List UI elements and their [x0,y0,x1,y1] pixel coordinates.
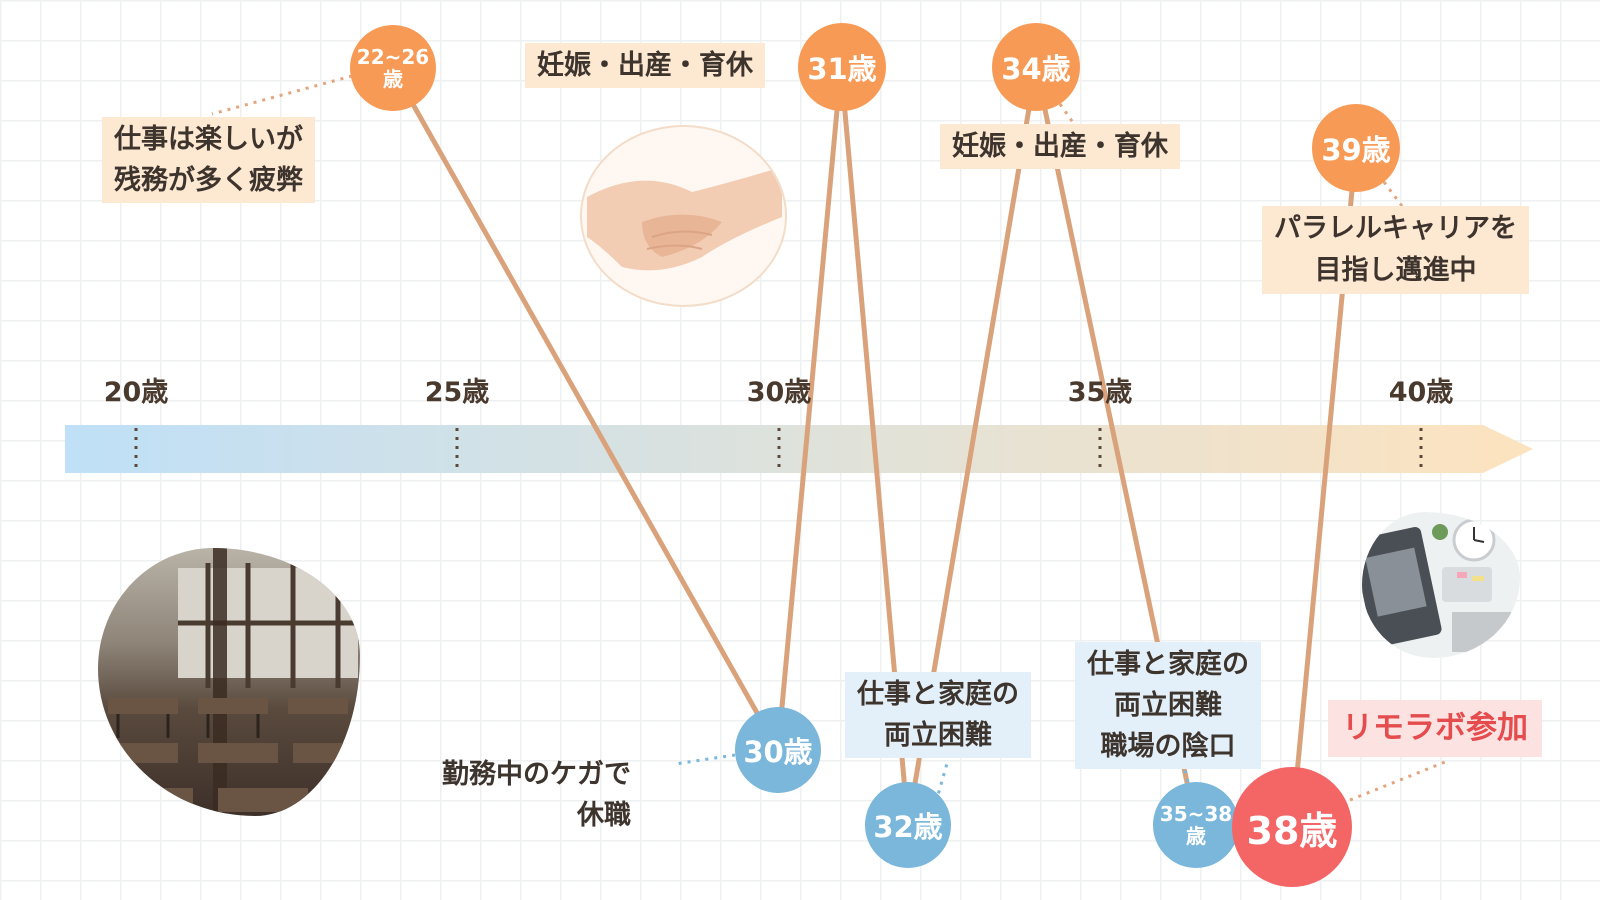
timeline-axis-arrow [65,425,1533,473]
axis-label-40: 40歳 [1388,377,1454,408]
connector-39-label [1382,181,1404,207]
node-age-31-text: 31歳 [807,52,877,86]
label-injury-leave: 勤務中のケガで 休職 [442,713,631,836]
classroom-scene [98,548,360,816]
label-maternity-2: 妊娠・出産・育休 [940,124,1180,169]
axis-label-30: 30歳 [746,377,812,408]
node-age-34-text: 34歳 [1001,52,1071,86]
handshake-illustration [587,167,782,271]
node-age-35-38-line1: 35~38 [1159,802,1233,826]
node-age-34: 34歳 [992,23,1080,111]
node-age-30: 30歳 [735,707,821,793]
handshake-photo [580,125,787,307]
node-age-22-26-line2: 歳 [382,67,403,91]
connector-32-label [934,759,950,803]
label-maternity-1: 妊娠・出産・育休 [525,43,765,88]
axis-label-35: 35歳 [1067,377,1133,408]
connector-22-label [211,74,353,116]
node-age-30-text: 30歳 [743,735,813,769]
node-age-35-38-line2: 歳 [1185,824,1206,848]
curve-segment [775,64,844,753]
curve-segment [390,66,781,753]
node-age-31: 31歳 [798,23,886,111]
axis-label-25: 25歳 [424,377,490,408]
node-age-22-26-line1: 22~26 [356,45,430,69]
label-remolabo: リモラボ参加 [1328,700,1542,757]
node-age-32: 32歳 [865,782,951,868]
classroom-photo [98,548,360,816]
axis-label-20: 20歳 [103,377,169,408]
node-age-38-text: 38歳 [1246,808,1338,853]
node-age-39: 39歳 [1312,104,1400,192]
connector-dots [211,74,1451,803]
node-age-32-text: 32歳 [873,810,943,844]
label-work-family-1: 仕事と家庭の 両立困難 [845,672,1031,758]
label-work-family-2: 仕事と家庭の 両立困難 職場の陰口 [1075,642,1261,769]
connector-38-label [1349,758,1451,802]
label-injury-line: 勤務中のケガで 休職 [442,759,631,831]
label-parallel-career: パラレルキャリアを 目指し邁進中 [1262,206,1529,294]
node-age-39-text: 39歳 [1321,133,1391,167]
connector-34-label [1058,103,1076,125]
axis-tick-marks [134,428,1423,472]
node-age-38: 38歳 [1232,767,1352,887]
connector-30-label [674,753,736,766]
label-work-fatigue: 仕事は楽しいが 残務が多く疲弊 [102,117,315,203]
connector-35-label [1182,767,1190,783]
